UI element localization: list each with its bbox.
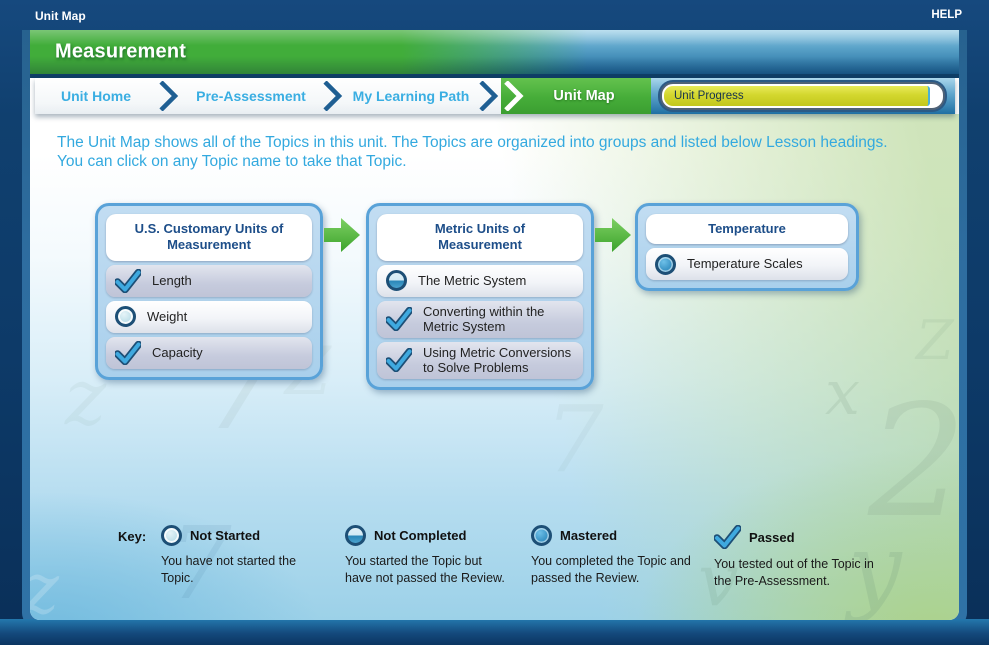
next-lesson-arrow-icon bbox=[595, 218, 631, 252]
mastered-icon bbox=[531, 525, 552, 546]
chevron-right-icon bbox=[159, 81, 179, 111]
topic-weight[interactable]: Weight bbox=[106, 300, 312, 333]
passed-check-icon bbox=[115, 268, 141, 293]
tab-my-learning-path[interactable]: My Learning Path bbox=[352, 88, 470, 104]
watermark-glyph: Z bbox=[916, 309, 954, 372]
chevron-right-icon bbox=[479, 81, 499, 111]
inactive-tabs: Unit Home Pre-Assessment My Learning Pat… bbox=[35, 78, 501, 114]
key-item-not-completed: Not Completed You started the Topic but … bbox=[345, 525, 505, 586]
next-lesson-arrow-icon bbox=[324, 218, 360, 252]
key-item-title: Not Completed bbox=[374, 528, 467, 543]
tab-bar: Unit Home Pre-Assessment My Learning Pat… bbox=[35, 78, 955, 114]
passed-check-icon bbox=[115, 340, 141, 365]
key-item-description: You have not started the Topic. bbox=[161, 554, 297, 585]
lesson-title: U.S. Customary Units of Measurement bbox=[106, 214, 312, 261]
description-line: You can click on any Topic name to take … bbox=[57, 152, 407, 170]
chevron-right-icon bbox=[323, 81, 343, 111]
help-link[interactable]: HELP bbox=[931, 9, 962, 21]
topic-label: Capacity bbox=[152, 344, 203, 360]
lesson-card-temperature: Temperature Temperature Scales bbox=[635, 203, 859, 292]
key-item-description: You completed the Topic and passed the R… bbox=[531, 554, 691, 585]
topic-label: Weight bbox=[147, 308, 188, 324]
key-item-title: Not Started bbox=[190, 528, 261, 543]
key-item-title: Mastered bbox=[560, 528, 618, 543]
key-item-not-started: Not Started You have not started the Top… bbox=[161, 525, 321, 586]
unit-map-content: 7 z Z 7 x 2 y v 7 z Z The Unit Map shows… bbox=[30, 114, 959, 620]
tab-unit-map-label: Unit Map bbox=[553, 88, 615, 104]
topic-label: Using Metric Conversions to Solve Proble… bbox=[423, 344, 572, 376]
tab-pre-assessment[interactable]: Pre-Assessment bbox=[196, 88, 306, 104]
mastered-icon bbox=[655, 253, 676, 275]
tab-unit-home[interactable]: Unit Home bbox=[61, 88, 131, 104]
topic-the-metric-system[interactable]: The Metric System bbox=[377, 264, 583, 297]
watermark-glyph: 7 bbox=[545, 386, 604, 493]
unit-progress-fill: Unit Progress bbox=[664, 86, 930, 106]
description-line: The Unit Map shows all of the Topics in … bbox=[57, 134, 888, 151]
key-label: Key: bbox=[118, 529, 147, 544]
topic-label: Temperature Scales bbox=[687, 256, 803, 272]
lesson-card-us-customary: U.S. Customary Units of Measurement Leng… bbox=[95, 203, 323, 380]
watermark-glyph: x bbox=[825, 356, 860, 429]
topic-label: Converting within the Metric System bbox=[423, 303, 545, 335]
key-item-description: You started the Topic but have not passe… bbox=[345, 554, 505, 585]
topic-temperature-scales[interactable]: Temperature Scales bbox=[646, 248, 848, 281]
unit-map-description: The Unit Map shows all of the Topics in … bbox=[57, 134, 941, 172]
topic-converting-within-metric[interactable]: Converting within the Metric System bbox=[377, 300, 583, 338]
passed-check-icon bbox=[714, 525, 741, 549]
not-started-icon bbox=[161, 525, 182, 546]
tab-unit-map[interactable]: Unit Map bbox=[501, 78, 651, 114]
topic-capacity[interactable]: Capacity bbox=[106, 336, 312, 369]
not-completed-icon bbox=[386, 270, 407, 291]
unit-title: Measurement bbox=[55, 40, 187, 63]
topic-length[interactable]: Length bbox=[106, 264, 312, 297]
key-item-passed: Passed You tested out of the Topic in th… bbox=[714, 525, 874, 589]
key-item-description: You tested out of the Topic in the Pre-A… bbox=[714, 557, 874, 588]
lesson-card-metric: Metric Units of Measurement The Metric S… bbox=[366, 203, 594, 390]
unit-progress-bar: Unit Progress bbox=[660, 82, 945, 110]
lesson-title: Temperature bbox=[646, 214, 848, 245]
passed-check-icon bbox=[386, 348, 412, 373]
passed-check-icon bbox=[386, 307, 412, 332]
topic-label: The Metric System bbox=[418, 272, 527, 288]
not-completed-icon bbox=[345, 525, 366, 546]
not-started-icon bbox=[115, 306, 136, 327]
key-item-mastered: Mastered You completed the Topic and pas… bbox=[531, 525, 691, 586]
progress-strip: Unit Progress bbox=[651, 78, 955, 114]
watermark-glyph: z bbox=[30, 554, 59, 620]
topic-using-metric-conversions[interactable]: Using Metric Conversions to Solve Proble… bbox=[377, 341, 583, 379]
chevron-right-icon bbox=[504, 81, 524, 111]
unit-progress-label: Unit Progress bbox=[674, 90, 744, 102]
lesson-title: Metric Units of Measurement bbox=[377, 214, 583, 261]
topic-label: Length bbox=[152, 272, 192, 288]
window-title: Unit Map bbox=[35, 9, 86, 23]
main-panel: Measurement Unit Home Pre-Assessment My … bbox=[30, 30, 959, 620]
unit-banner: Measurement bbox=[30, 30, 959, 78]
key-item-title: Passed bbox=[749, 529, 795, 545]
watermark-glyph: 2 bbox=[868, 371, 959, 552]
